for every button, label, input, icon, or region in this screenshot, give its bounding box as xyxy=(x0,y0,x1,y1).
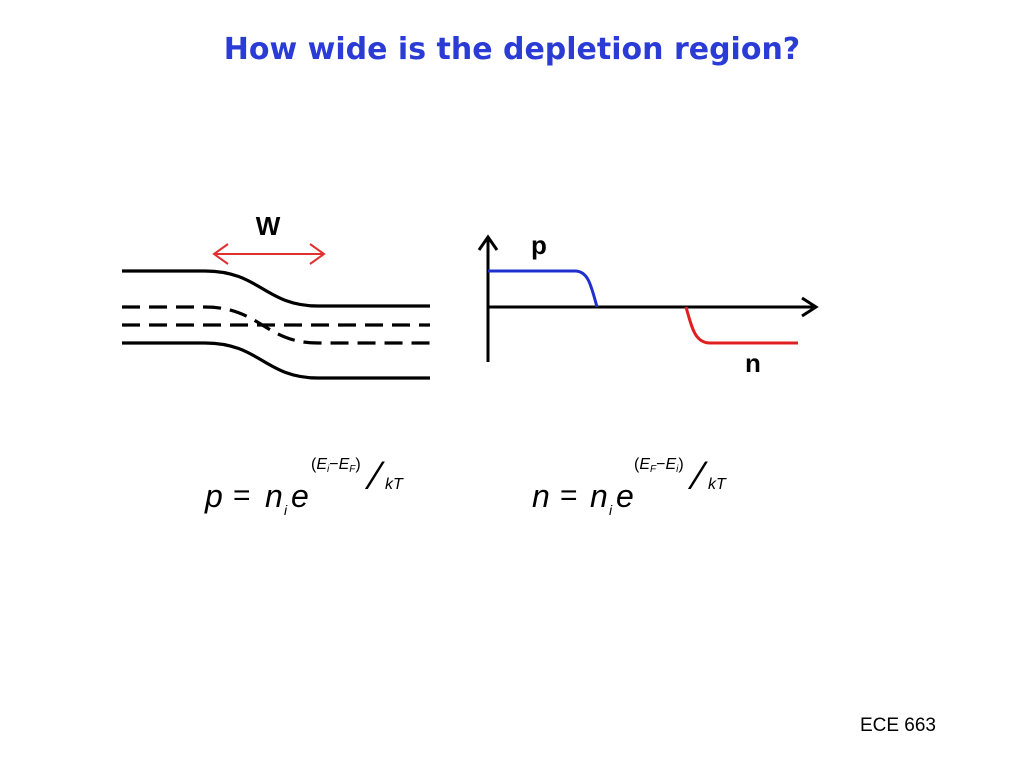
eq-p-n: n xyxy=(265,478,283,514)
intrinsic-level-line xyxy=(122,305,430,345)
p-curve xyxy=(488,269,599,308)
eq-n-exponent: (EF−Ei) xyxy=(634,456,684,475)
equation-n: n = n i e (EF−Ei) ⁄ kT xyxy=(532,452,752,522)
eq-p-lhs: p xyxy=(205,478,223,514)
n-curve xyxy=(684,306,798,345)
conduction-band-line xyxy=(122,269,430,308)
eq-n-n-sub: i xyxy=(609,502,613,518)
width-arrow xyxy=(212,243,326,265)
eq-p-equals: = xyxy=(233,479,251,512)
eq-n-slash: ⁄ xyxy=(696,454,703,498)
eq-n-denom: kT xyxy=(708,476,726,493)
eq-p-exponent: (Ei−EF) xyxy=(311,456,361,475)
width-label: W xyxy=(256,211,281,241)
eq-n-n: n xyxy=(590,478,608,514)
eq-p-n-sub: i xyxy=(284,502,288,518)
eq-p-denom: kT xyxy=(385,476,403,493)
valence-band-line xyxy=(122,341,430,380)
carrier-plot-axes xyxy=(477,234,819,362)
eq-p-e: e xyxy=(291,478,309,514)
equation-p: p = n i e (Ei−EF) ⁄ kT xyxy=(205,452,425,522)
slide-footer: ECE 663 xyxy=(859,715,936,736)
eq-n-lhs: n xyxy=(532,478,550,514)
p-label: p xyxy=(531,230,547,260)
slide-title: How wide is the depletion region? xyxy=(223,32,801,67)
eq-n-e: e xyxy=(616,478,634,514)
eq-p-slash: ⁄ xyxy=(373,454,380,498)
eq-n-equals: = xyxy=(560,479,578,512)
band-diagram xyxy=(122,269,430,380)
n-label: n xyxy=(745,348,761,378)
